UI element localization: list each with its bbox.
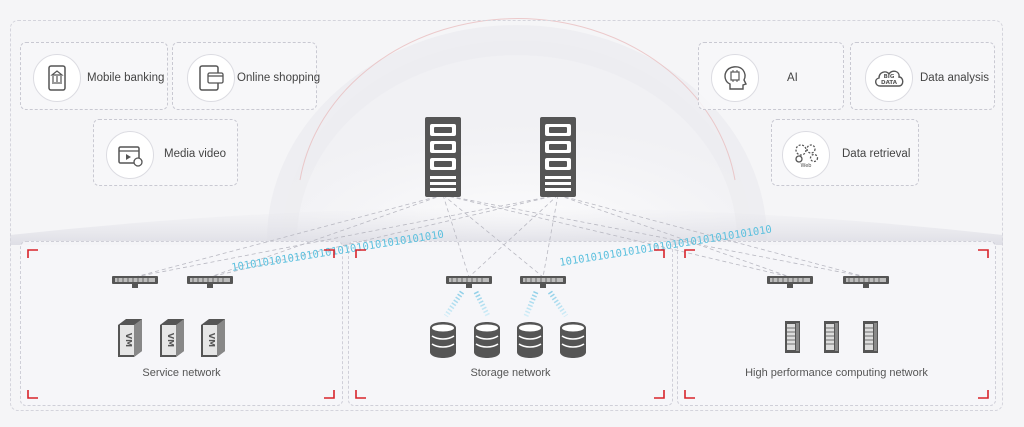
card-ai[interactable]: AI: [698, 42, 844, 110]
zone-storage-network: Storage network: [348, 241, 673, 406]
binary-stream-right: 1010101010101010101010101010101010: [559, 223, 773, 268]
corner-brackets: [27, 249, 989, 399]
tablet-card-icon: [187, 54, 235, 102]
switch-service-2[interactable]: [186, 275, 234, 289]
card-mobile-banking[interactable]: Mobile banking: [20, 42, 168, 110]
vm-icon-1: [118, 319, 142, 357]
binary-stream-left: 1010101010101010101010101010101010: [231, 228, 445, 273]
hpc-rack-icon-3: [862, 320, 879, 354]
storage-network-label: Storage network: [470, 367, 551, 379]
data-text: DATA: [881, 80, 898, 86]
zone-service-network: Service network: [20, 241, 343, 406]
database-icon-4: [559, 321, 587, 359]
ai-label: AI: [787, 72, 798, 84]
switch-hpc-2[interactable]: [842, 275, 890, 289]
web-gears-icon: Web: [782, 131, 830, 179]
mobile-banking-label: Mobile banking: [87, 72, 165, 84]
data-analysis-label: Data analysis: [920, 72, 990, 84]
online-shopping-label: Online shopping: [237, 72, 321, 84]
core-server-left[interactable]: [425, 117, 461, 197]
vm-icon-2: [160, 319, 184, 357]
media-video-label: Media video: [164, 148, 227, 160]
card-data-retrieval[interactable]: Web Data retrieval: [771, 119, 919, 186]
uplink-lines: [134, 194, 867, 278]
web-text: Web: [801, 163, 812, 169]
big-text: BIG: [884, 74, 895, 80]
database-icon-1: [429, 321, 457, 359]
switch-storage-1[interactable]: [445, 275, 493, 289]
vm-icon-3: [201, 319, 225, 357]
ai-head-icon: [711, 54, 759, 102]
core-server-right[interactable]: [540, 117, 576, 197]
switch-hpc-1[interactable]: [766, 275, 814, 289]
data-retrieval-label: Data retrieval: [842, 148, 911, 160]
card-data-analysis[interactable]: BIG DATA Data analysis: [850, 42, 995, 110]
database-icon-2: [473, 321, 501, 359]
outer-frame: [10, 20, 1003, 411]
storage-links: [443, 290, 569, 318]
service-network-label: Service network: [142, 367, 221, 379]
hpc-network-label: High performance computing network: [745, 367, 928, 379]
video-icon: [106, 131, 154, 179]
big-data-cloud-icon: BIG DATA: [865, 54, 913, 102]
bank-icon: [33, 54, 81, 102]
switch-service-1[interactable]: [111, 275, 159, 289]
card-online-shopping[interactable]: Online shopping: [172, 42, 321, 110]
switch-storage-2[interactable]: [519, 275, 567, 289]
hpc-rack-icon-1: [784, 320, 801, 354]
hpc-rack-icon-2: [823, 320, 840, 354]
database-icon-3: [516, 321, 544, 359]
card-media-video[interactable]: Media video: [93, 119, 238, 186]
